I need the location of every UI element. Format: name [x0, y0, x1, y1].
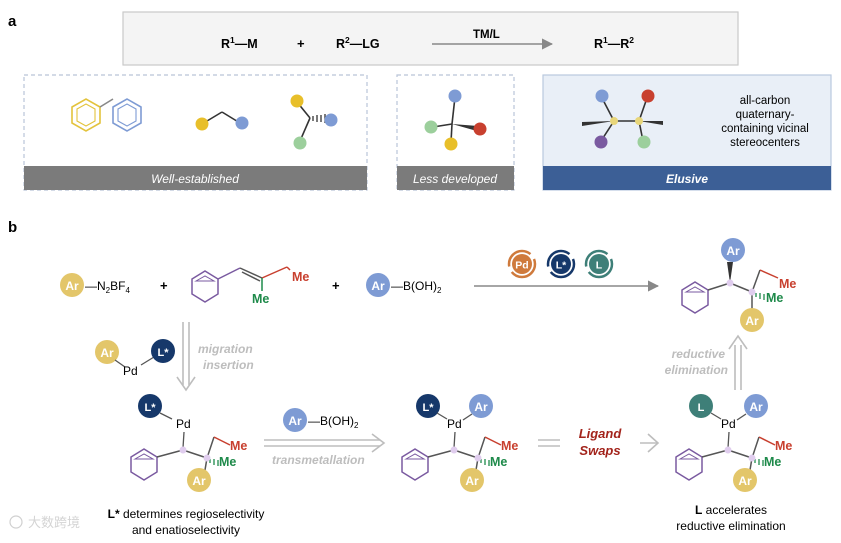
- svg-text:reductive elimination: reductive elimination: [676, 519, 785, 533]
- svg-text:quaternary-: quaternary-: [736, 109, 795, 121]
- biphenyl-icon: [71, 98, 142, 132]
- svg-text:Ar: Ar: [371, 279, 385, 293]
- svg-text:Ar: Ar: [100, 346, 114, 360]
- svg-text:—N2BF4: —N2BF4: [85, 279, 130, 295]
- svg-text:Pd: Pd: [447, 417, 462, 431]
- ar-pd-lstar: Ar Pd L*: [95, 339, 175, 378]
- reductive-elimination-arrow: [728, 334, 748, 390]
- svg-text:—B(OH)2: —B(OH)2: [391, 279, 442, 295]
- svg-text:Me: Me: [766, 291, 783, 305]
- svg-text:Me: Me: [775, 439, 792, 453]
- svg-text:Me: Me: [764, 455, 781, 469]
- svg-text:insertion: insertion: [203, 358, 254, 372]
- svg-text:Pd: Pd: [721, 417, 736, 431]
- svg-text:elimination: elimination: [665, 363, 728, 377]
- reductive-elimination-label: reductive elimination: [665, 347, 728, 377]
- svg-text:L*: L*: [158, 347, 170, 359]
- intermediate-lstar-pd-ar: L* Pd Ar Ar Me Me: [401, 394, 518, 492]
- svg-text:L* determines regioselectivity: L* determines regioselectivity: [108, 507, 265, 521]
- svg-text:Swaps: Swaps: [579, 443, 620, 458]
- svg-text:reductive: reductive: [672, 347, 726, 361]
- migration-insertion-arrow: [176, 322, 196, 392]
- watermark: 大数跨境: [9, 515, 80, 530]
- svg-text:R1—M: R1—M: [221, 35, 258, 51]
- svg-text:L*: L*: [145, 402, 157, 414]
- alkene-me-bottom: Me: [252, 292, 269, 306]
- less-developed-label: Less developed: [413, 172, 497, 186]
- plus-b2: +: [332, 278, 340, 293]
- svg-text:Ar: Ar: [738, 474, 752, 488]
- catalyst-cycle-icons: Pd L* L: [507, 249, 614, 279]
- intermediate-l-pd-ar: L Pd Ar Ar Me Me: [675, 394, 792, 492]
- svg-text:Me: Me: [779, 277, 796, 291]
- ligand-swaps-label: Ligand Swaps: [579, 426, 623, 458]
- svg-text:L*: L*: [556, 260, 567, 272]
- svg-text:Ar: Ar: [288, 414, 302, 428]
- lstar-note: L* determines regioselectivity and enati…: [108, 507, 265, 537]
- migration-insertion-label: migration insertion: [198, 342, 254, 372]
- reagent-r1-m: R1—M: [221, 35, 258, 51]
- svg-text:Ar: Ar: [745, 314, 759, 328]
- svg-text:Me: Me: [219, 455, 236, 469]
- ligand-swaps-arrow: [640, 433, 660, 453]
- panel-label-a: a: [8, 13, 17, 30]
- catalyst-label: TM/L: [473, 29, 500, 41]
- intermediate-lstar-pd-alkyl: L* Pd Ar Me Me: [130, 394, 247, 492]
- svg-text:Ar: Ar: [465, 474, 479, 488]
- product-molecule: Ar Ar Me Me: [681, 238, 796, 332]
- svg-text:Ar: Ar: [192, 474, 206, 488]
- svg-text:大数跨境: 大数跨境: [28, 515, 80, 530]
- aryl-diazonium: Ar —N2BF4: [60, 273, 130, 297]
- transmetallation-arrow: [264, 433, 386, 453]
- svg-text:Ar: Ar: [65, 279, 79, 293]
- tertiary-stereocenter-icon: [290, 94, 338, 150]
- plus-sign: +: [297, 36, 305, 51]
- panel-label-b: b: [8, 219, 17, 236]
- svg-text:R2—LG: R2—LG: [336, 35, 380, 51]
- svg-text:L: L: [596, 260, 603, 272]
- quaternary-center-icon: [424, 89, 487, 151]
- svg-text:L: L: [698, 402, 705, 414]
- svg-text:Me: Me: [230, 439, 247, 453]
- aryl-boronic-acid: Ar —B(OH)2: [366, 273, 442, 297]
- plus-b1: +: [160, 278, 168, 293]
- svg-text:Pd: Pd: [123, 364, 138, 378]
- elusive-bar: [543, 166, 831, 190]
- svg-text:Me: Me: [501, 439, 518, 453]
- well-established-bar: [24, 166, 367, 190]
- scheme-a-box: [122, 11, 739, 66]
- svg-text:containing vicinal: containing vicinal: [721, 123, 809, 135]
- product-r1-r2: R1—R2: [594, 35, 634, 51]
- svg-text:all-carbon: all-carbon: [740, 95, 791, 107]
- svg-text:L accelerates: L accelerates: [695, 503, 767, 517]
- svg-text:Ar: Ar: [726, 244, 740, 258]
- alkene-me-top: Me: [292, 270, 309, 284]
- less-developed-bar: [397, 166, 514, 190]
- svg-text:Ligand: Ligand: [579, 426, 623, 441]
- svg-text:and enatioselectivity: and enatioselectivity: [132, 523, 240, 537]
- well-established-label: Well-established: [151, 172, 239, 186]
- trisubstituted-alkene: [191, 266, 291, 303]
- svg-text:stereocenters: stereocenters: [730, 137, 800, 149]
- svg-text:L*: L*: [423, 402, 435, 414]
- svg-text:Ar: Ar: [749, 400, 763, 414]
- vicinal-quaternary-icon: [582, 89, 663, 149]
- svg-text:migration: migration: [198, 342, 253, 356]
- equilibrium-equals: [538, 439, 560, 447]
- svg-text:—B(OH)2: —B(OH)2: [308, 414, 359, 430]
- elusive-description: all-carbon quaternary- containing vicina…: [721, 95, 809, 149]
- elusive-label: Elusive: [666, 172, 708, 186]
- svg-text:Pd: Pd: [515, 260, 528, 272]
- l-note: L accelerates reductive elimination: [676, 503, 785, 533]
- svg-text:R1—R2: R1—R2: [594, 35, 634, 51]
- transmetallation-label: transmetallation: [272, 453, 365, 467]
- svg-text:Me: Me: [490, 455, 507, 469]
- transmetallation-reagent: Ar —B(OH)2: [283, 408, 359, 432]
- svg-text:Ar: Ar: [474, 400, 488, 414]
- reagent-r2-lg: R2—LG: [336, 35, 380, 51]
- sp3-sp3-bond-icon: [195, 111, 249, 131]
- svg-text:Pd: Pd: [176, 417, 191, 431]
